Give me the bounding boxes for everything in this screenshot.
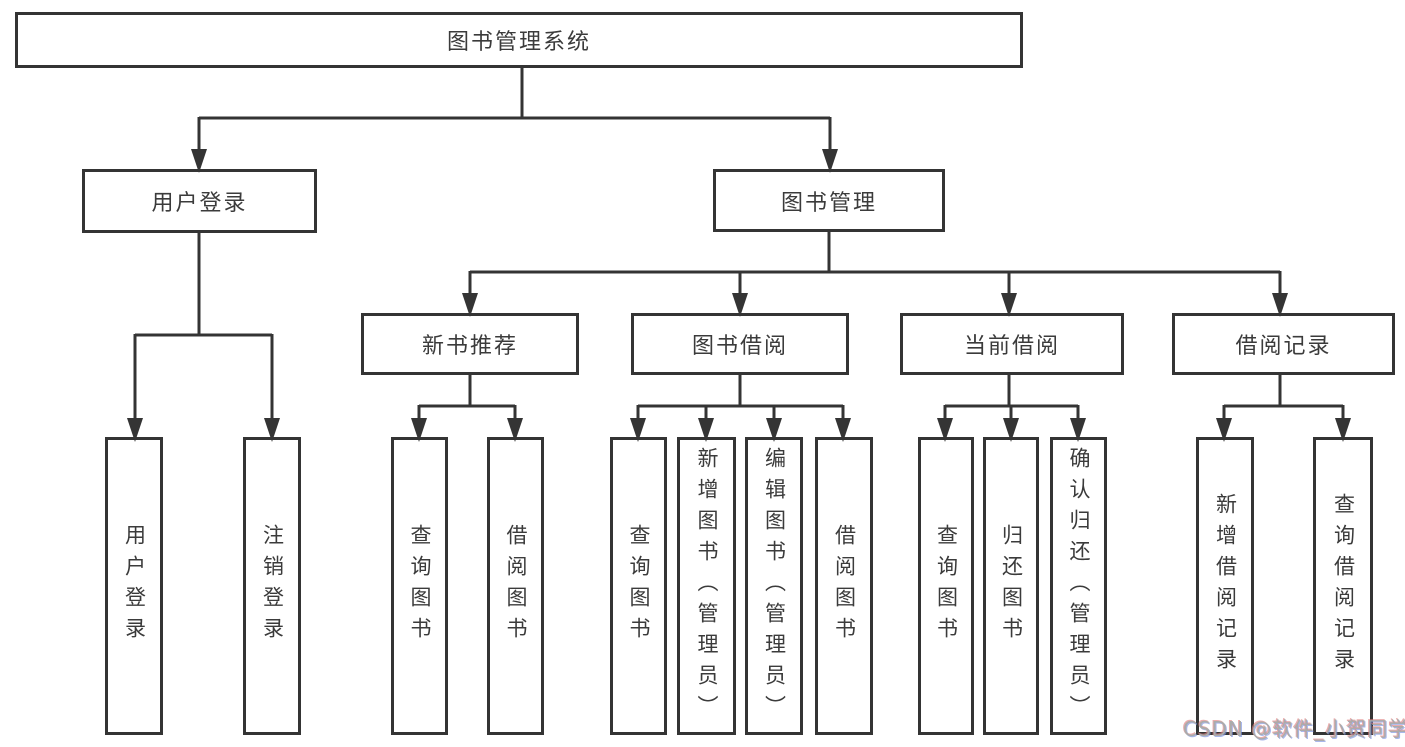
node-user-login: 用户登录 [82, 169, 317, 233]
leaf-newbook-query-books: 查询图书 [391, 437, 448, 735]
leaf-newbook-borrow-books-label: 借阅图书 [504, 524, 528, 648]
node-borrow-records-label: 借阅记录 [1235, 334, 1332, 359]
leaf-add-borrow-record: 新增借阅记录 [1196, 437, 1254, 735]
leaf-borrow-borrow-books-label: 借阅图书 [832, 524, 857, 648]
leaf-user-login: 用户登录 [105, 437, 163, 735]
leaf-borrow-edit-books-admin-label: 编辑图书（管理员） [762, 446, 787, 726]
leaf-current-return-books-label: 归还图书 [999, 524, 1024, 648]
node-user-login-label: 用户登录 [151, 191, 248, 216]
leaf-logout-label: 注销登录 [260, 524, 285, 648]
leaf-newbook-query-books-label: 查询图书 [408, 524, 432, 648]
leaf-add-borrow-record-label: 新增借阅记录 [1213, 493, 1238, 679]
node-new-book-recommend: 新书推荐 [361, 313, 579, 375]
leaf-newbook-borrow-books: 借阅图书 [487, 437, 544, 735]
node-book-management: 图书管理 [713, 169, 945, 232]
csdn-watermark: CSDN @软件_小贺同学 [1183, 717, 1405, 741]
node-book-management-label: 图书管理 [780, 190, 877, 216]
node-book-borrow: 图书借阅 [631, 313, 849, 375]
node-book-borrow-label: 图书借阅 [691, 334, 788, 359]
node-borrow-records: 借阅记录 [1172, 313, 1395, 375]
leaf-user-login-label: 用户登录 [122, 524, 147, 648]
node-library-system-label: 图书管理系统 [446, 30, 591, 55]
node-current-borrow-label: 当前借阅 [963, 334, 1060, 359]
leaf-borrow-add-books-admin: 新增图书（管理员） [677, 437, 736, 735]
leaf-borrow-query-books-label: 查询图书 [627, 524, 651, 648]
leaf-query-borrow-record-label: 查询借阅记录 [1331, 493, 1356, 679]
leaf-current-query-books: 查询图书 [918, 437, 974, 735]
node-current-borrow: 当前借阅 [900, 313, 1124, 375]
leaf-borrow-query-books: 查询图书 [610, 437, 667, 735]
leaf-current-confirm-return-admin-label: 确认归还（管理员） [1067, 446, 1091, 726]
leaf-borrow-edit-books-admin: 编辑图书（管理员） [745, 437, 803, 735]
leaf-borrow-borrow-books: 借阅图书 [815, 437, 873, 735]
leaf-borrow-add-books-admin-label: 新增图书（管理员） [695, 446, 719, 726]
leaf-logout: 注销登录 [243, 437, 301, 735]
leaf-current-query-books-label: 查询图书 [934, 524, 959, 648]
node-library-system: 图书管理系统 [15, 12, 1023, 68]
leaf-query-borrow-record: 查询借阅记录 [1313, 437, 1373, 735]
node-new-book-recommend-label: 新书推荐 [421, 334, 518, 359]
leaf-current-confirm-return-admin: 确认归还（管理员） [1050, 437, 1107, 735]
leaf-current-return-books: 归还图书 [983, 437, 1039, 735]
